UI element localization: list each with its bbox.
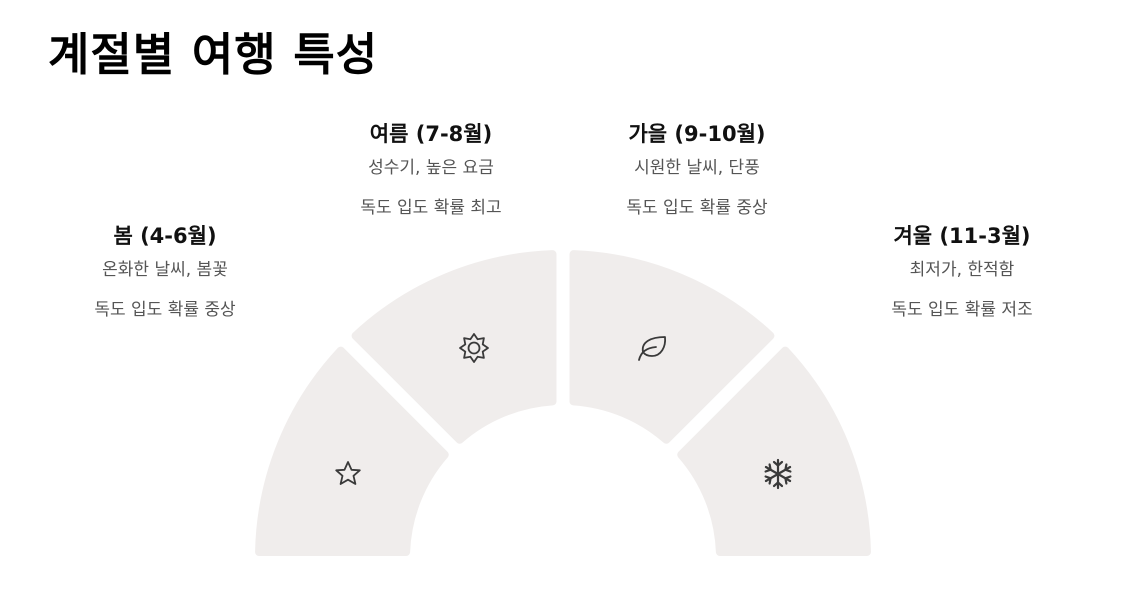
segment-spring-shape[interactable] <box>255 346 449 556</box>
season-name: 봄 (4-6월) <box>113 224 217 248</box>
star-icon <box>335 461 361 485</box>
season-dokdo-probability: 독도 입도 확률 중상 <box>94 300 236 320</box>
segment-summer-shape[interactable] <box>351 250 557 444</box>
segment-spring[interactable] <box>255 346 449 556</box>
leaf-icon <box>638 336 666 361</box>
segment-winter-shape[interactable] <box>677 346 871 556</box>
segment-autumn[interactable] <box>569 250 775 444</box>
snowflake-icon <box>764 458 792 490</box>
segment-summer[interactable] <box>351 250 557 444</box>
season-description: 온화한 날씨, 봄꽃 <box>102 260 228 280</box>
season-label-winter: 겨울 (11-3월) 최저가, 한적함 독도 입도 확률 저조 <box>842 221 1082 339</box>
season-dokdo-probability: 독도 입도 확률 최고 <box>360 198 502 218</box>
season-description: 성수기, 높은 요금 <box>368 158 494 178</box>
season-label-spring: 봄 (4-6월) 온화한 날씨, 봄꽃 독도 입도 확률 중상 <box>45 221 285 339</box>
season-label-autumn: 가을 (9-10월) 시원한 날씨, 단풍 독도 입도 확률 중상 <box>577 119 817 237</box>
season-description: 최저가, 한적함 <box>909 260 1015 280</box>
season-name: 여름 (7-8월) <box>369 122 493 146</box>
season-name: 가을 (9-10월) <box>628 122 766 146</box>
season-dokdo-probability: 독도 입도 확률 저조 <box>891 300 1033 320</box>
season-dokdo-probability: 독도 입도 확률 중상 <box>626 198 768 218</box>
season-name: 겨울 (11-3월) <box>893 224 1031 248</box>
season-description: 시원한 날씨, 단풍 <box>634 158 760 178</box>
season-label-summer: 여름 (7-8월) 성수기, 높은 요금 독도 입도 확률 최고 <box>311 119 551 237</box>
page-title: 계절별 여행 특성 <box>48 28 379 81</box>
sun-icon <box>459 333 489 363</box>
segment-winter[interactable] <box>677 346 871 556</box>
segment-autumn-shape[interactable] <box>569 250 775 444</box>
